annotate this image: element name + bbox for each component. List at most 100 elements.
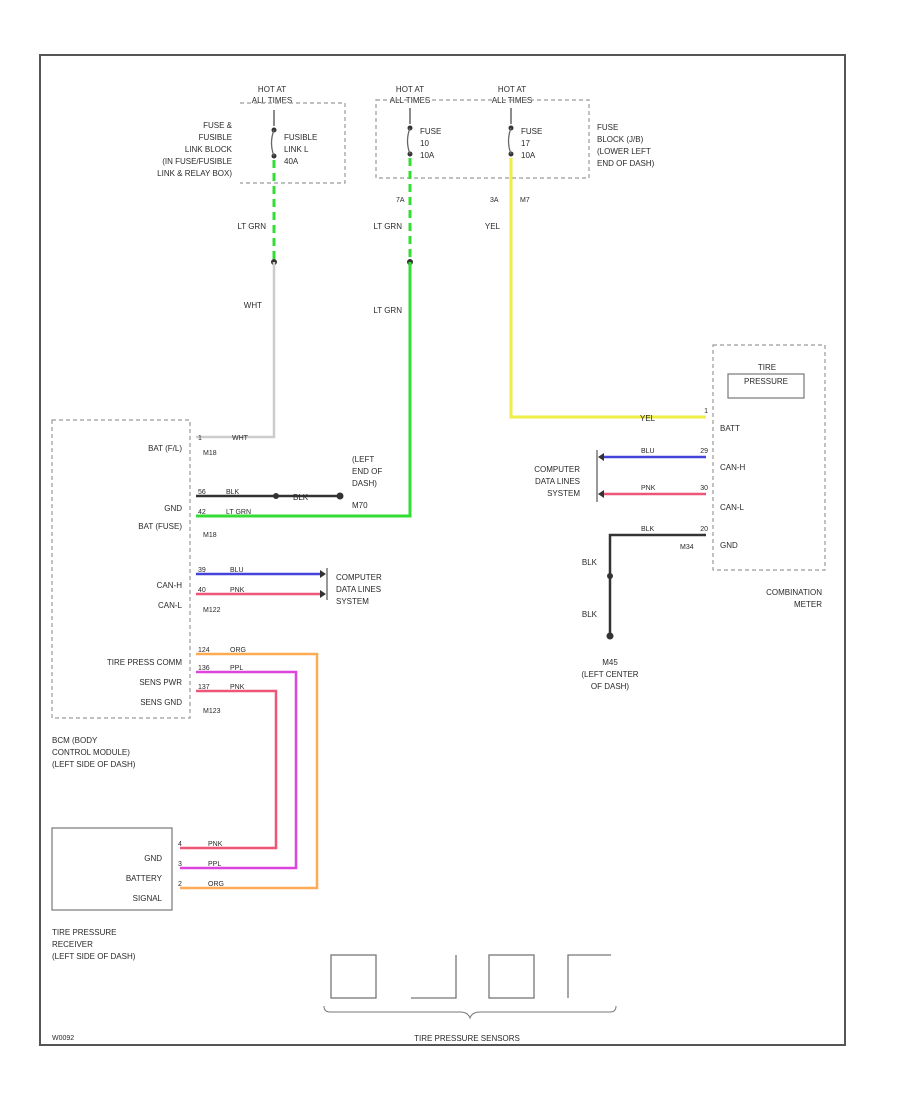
bcm-color-ppl: PPL [230, 665, 243, 672]
bcm-pinnum-1: 1 [198, 435, 202, 442]
fuse-block-pin-a: 7A [396, 197, 405, 204]
bcm-pin-sens-gnd: SENS GND [140, 698, 182, 707]
diagram-frame [39, 54, 846, 1046]
bcm-conn-m122: M122 [203, 607, 221, 614]
arrow-bcm-canl [320, 590, 326, 598]
bcm-conn-m123: M123 [203, 708, 221, 715]
fuse-17-text-3: 10A [521, 151, 536, 160]
meter-title-1: TIRE [758, 363, 776, 372]
tire-pressure-sensors: TIRE PRESSURE SENSORS [323, 954, 617, 1043]
fusible-block-label-4: (IN FUSE/FUSIBLE [162, 157, 232, 166]
bcm-conn-m18-b: M18 [203, 532, 217, 539]
fusible-link-block-outline [240, 102, 346, 184]
label-yel: YEL [485, 222, 501, 231]
fusible-link-text-2: LINK L [284, 145, 309, 154]
meter-conn-m34: M34 [680, 544, 694, 551]
fusible-link-block: HOT AT ALL TIMES FUSE & FUSIBLE LINK BLO… [157, 85, 346, 184]
bcm-pin-canl: CAN-L [158, 601, 183, 610]
bcm-conn-m18-a: M18 [203, 450, 217, 457]
label-lt-grn-2: LT GRN [373, 222, 402, 231]
fusible-block-label-2: FUSIBLE [199, 133, 232, 142]
receiver-name-3: (LEFT SIDE OF DASH) [52, 952, 136, 961]
label-wht: WHT [244, 301, 262, 310]
wire-blk-meter-gnd [608, 533, 706, 636]
ground-m70-label-4: M70 [352, 501, 368, 510]
fuse-block-outline [375, 99, 590, 179]
bcm-pinnum-42: 42 [198, 509, 206, 516]
fuse-10-text-2: 10 [420, 139, 429, 148]
sensor-1 [330, 954, 377, 999]
fuse-block-pin-b2: M7 [520, 197, 530, 204]
bcm-color-blu: BLU [230, 567, 244, 574]
meter-name-2: METER [794, 600, 822, 609]
hot-label-1-line2: ALL TIMES [252, 96, 292, 105]
sensor-2 [411, 955, 457, 999]
bcm-pinnum-56: 56 [198, 489, 206, 496]
fuse-10-text-3: 10A [420, 151, 435, 160]
meter-pin-canl: CAN-L [720, 503, 745, 512]
ground-m70-label-1: (LEFT [352, 455, 374, 464]
hot-label-1-line1: HOT AT [258, 85, 286, 94]
meter-pinnum-30: 30 [700, 485, 708, 492]
hot-label-3-line1: HOT AT [498, 85, 526, 94]
meter-pin-batt: BATT [720, 424, 740, 433]
wire-org-signal [180, 652, 319, 890]
label-blk-2: BLK [582, 558, 598, 567]
hot-label-2-line2: ALL TIMES [390, 96, 430, 105]
bcm-pin-bat-fuse: BAT (FUSE) [138, 522, 182, 531]
ground-m70-label-3: DASH) [352, 479, 377, 488]
receiver-pin-gnd: GND [144, 854, 162, 863]
bcm-pinnum-136: 136 [198, 665, 210, 672]
wire-wht-bat-fl [196, 262, 276, 439]
receiver-name-1: TIRE PRESSURE [52, 928, 116, 937]
bcm-pinnum-39: 39 [198, 567, 206, 574]
computer-data-1-line3: SYSTEM [336, 597, 369, 606]
meter-title-2: PRESSURE [744, 377, 788, 386]
fuse-block: HOT AT ALL TIMES HOT AT ALL TIMES FUSE B… [375, 85, 655, 204]
bcm-pin-sens-pwr: SENS PWR [139, 678, 182, 687]
meter-outline [712, 344, 826, 571]
fuse-block-label-2: BLOCK (J/B) [597, 135, 644, 144]
label-blk-1: BLK [293, 493, 309, 502]
label-blk-3: BLK [582, 610, 598, 619]
receiver-pin-battery: BATTERY [126, 874, 163, 883]
computer-data-1-line2: DATA LINES [336, 585, 381, 594]
bcm-color-wht: WHT [232, 435, 249, 442]
sensor-3 [488, 954, 535, 999]
ground-m70-label-2: END OF [352, 467, 382, 476]
receiver-name-2: RECEIVER [52, 940, 93, 949]
bcm-color-org: ORG [230, 647, 246, 654]
bcm-color-blk: BLK [226, 489, 240, 496]
fusible-link-element [270, 129, 275, 157]
combination-meter: TIRE PRESSURE BATT CAN-H CAN-L GND 1 29 … [641, 344, 826, 609]
meter-pinnum-20: 20 [700, 526, 708, 533]
label-lt-grn-3: LT GRN [373, 306, 402, 315]
tire-pressure-receiver: GND BATTERY SIGNAL 4 3 2 PNK PPL ORG TIR… [51, 827, 224, 961]
bcm-color-pnk-2: PNK [230, 684, 245, 691]
meter-pinnum-29: 29 [700, 448, 708, 455]
wire-pnk-sens-gnd [180, 689, 278, 850]
bcm-pin-bat-fl: BAT (F/L) [148, 444, 182, 453]
fusible-block-label-1: FUSE & [203, 121, 233, 130]
wire-lt-grn-bat-fuse [196, 262, 412, 518]
fuse-17-text-2: 17 [521, 139, 530, 148]
meter-pin-gnd: GND [720, 541, 738, 550]
meter-pin-canh: CAN-H [720, 463, 746, 472]
fuse-block-label-1: FUSE [597, 123, 618, 132]
bcm-pinnum-137: 137 [198, 684, 210, 691]
fusible-block-label-5: LINK & RELAY BOX) [157, 169, 232, 178]
receiver-outline [51, 827, 173, 911]
receiver-pin-signal: SIGNAL [133, 894, 163, 903]
arrow-meter-canl [598, 490, 604, 498]
arrow-meter-canh [598, 453, 604, 461]
bcm-color-lt-grn: LT GRN [226, 509, 251, 516]
bcm-outline [51, 419, 191, 719]
splice-meter-gnd [607, 573, 613, 579]
hot-label-2-line1: HOT AT [396, 85, 424, 94]
fuse-10-text-1: FUSE [420, 127, 441, 136]
ground-m45-label-2: (LEFT CENTER [581, 670, 638, 679]
ground-m45-label-3: OF DASH) [591, 682, 630, 691]
receiver-color-ppl: PPL [208, 861, 221, 868]
ground-m70-terminal [336, 492, 344, 500]
